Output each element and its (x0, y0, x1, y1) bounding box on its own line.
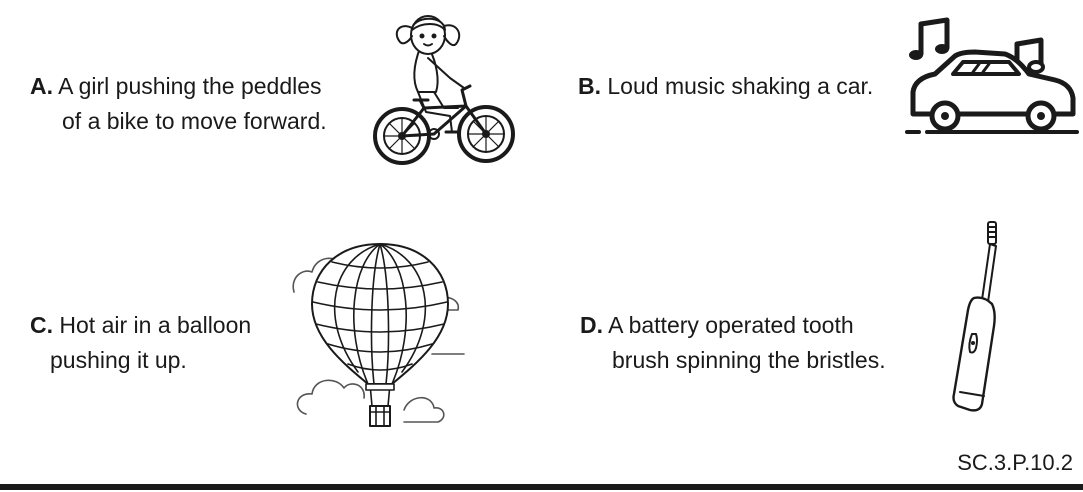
option-c: C. Hot air in a balloon pushing it up. (30, 308, 251, 378)
hot-air-balloon-icon (292, 243, 465, 427)
option-b-letter: B. (578, 73, 601, 99)
electric-toothbrush-icon (952, 221, 997, 412)
car-with-music-notes-icon (905, 17, 1079, 134)
option-b-line1: Loud music shaking a car. (607, 73, 874, 99)
standard-code: SC.3.P.10.2 (957, 450, 1073, 475)
option-a-letter: A. (30, 73, 53, 99)
option-d-line2: brush spinning the bristles. (612, 347, 886, 373)
girl-on-bike-icon (373, 15, 515, 165)
option-a-line2: of a bike to move forward. (62, 108, 327, 134)
option-a-line1: A girl pushing the peddles (58, 73, 322, 99)
option-d: D. A battery operated tooth brush spinni… (580, 308, 886, 378)
bottom-divider (0, 484, 1083, 490)
option-b: B. Loud music shaking a car. (578, 69, 873, 104)
option-a: A. A girl pushing the peddles of a bike … (30, 69, 327, 139)
option-c-line2: pushing it up. (50, 347, 187, 373)
option-c-letter: C. (30, 312, 53, 338)
option-c-line1: Hot air in a balloon (59, 312, 252, 338)
option-d-line1: A battery operated tooth (608, 312, 854, 338)
option-d-letter: D. (580, 312, 603, 338)
